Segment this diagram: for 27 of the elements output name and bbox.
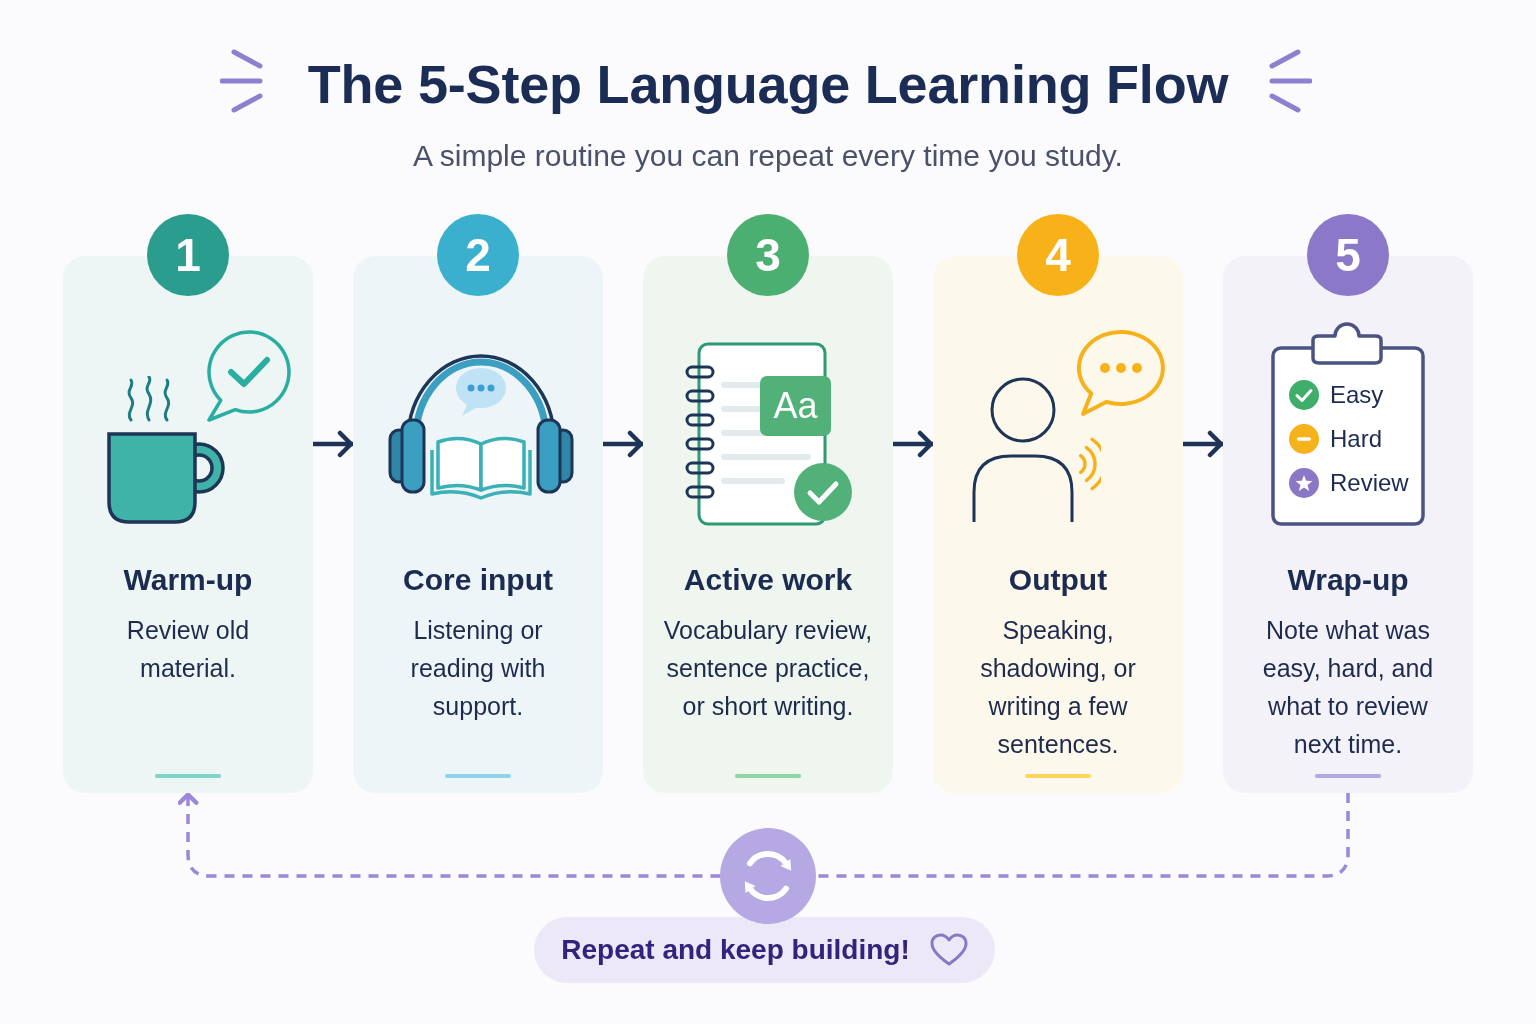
step-title: Warm-up (123, 562, 253, 598)
step-number: 1 (147, 214, 229, 296)
step-number: 2 (437, 214, 519, 296)
step-description: Speaking, shadowing, or writing a few sentences. (979, 615, 1137, 760)
arrow (1183, 430, 1224, 458)
rating-label: Review (1330, 469, 1409, 497)
step-title: Core input (403, 562, 553, 598)
letter-tile: Aa (760, 376, 831, 436)
step-description: Review old material. (125, 615, 251, 684)
step-title: Active work (683, 562, 853, 598)
rating-label: Hard (1330, 425, 1383, 453)
step-number: 5 (1307, 214, 1389, 296)
step-description: Listening or reading with support. (409, 615, 547, 722)
banner-text: Repeat and keep building! (561, 934, 910, 966)
step-title: Output (1008, 562, 1108, 598)
subtitle: A simple routine you can repeat every time you study. (413, 138, 1123, 174)
arrow (603, 430, 644, 458)
step-title: Wrap-up (1287, 562, 1409, 598)
step-number: 4 (1017, 214, 1099, 296)
rating-label: Easy (1330, 381, 1384, 409)
step-description: Vocabulary review, sentence practice, or short writing. (662, 615, 874, 722)
step-description: Note what was easy, hard, and what to review next time. (1261, 615, 1435, 760)
arrow (313, 430, 354, 458)
step-number: 3 (727, 214, 809, 296)
title: The 5-Step Language Learning Flow (307, 53, 1229, 116)
dashed-arrow (177, 792, 1350, 878)
arrow (893, 430, 934, 458)
